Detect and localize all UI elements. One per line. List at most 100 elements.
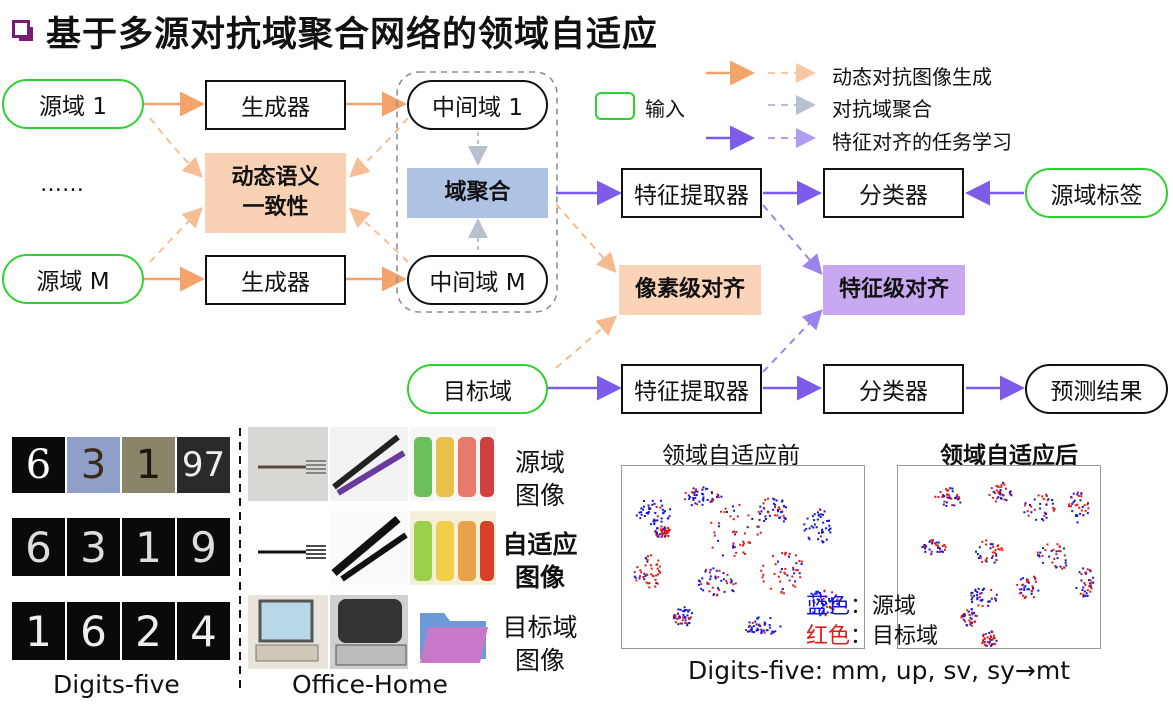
tsne-point [997, 548, 1000, 551]
tsne-point [949, 497, 952, 500]
tsne-point [749, 628, 752, 631]
tsne-point [989, 634, 992, 637]
tsne-point [705, 487, 708, 490]
tsne-point [766, 629, 769, 632]
tsne-point [716, 496, 718, 498]
tsne-point [729, 581, 732, 584]
tsne-point [1045, 516, 1048, 519]
tsne-point [812, 600, 815, 602]
tsne-point [824, 601, 827, 604]
tsne-point [1068, 503, 1071, 506]
digit-thumb: 97 [177, 437, 230, 493]
tsne-point [980, 599, 983, 602]
tsne-point [1027, 588, 1030, 591]
tsne-point [948, 494, 951, 497]
tsne-point [1042, 498, 1045, 500]
tsne-point [934, 495, 937, 498]
tsne-point [756, 533, 759, 536]
tsne-point [1086, 512, 1089, 515]
tsne-point [962, 615, 965, 618]
tsne-point [947, 493, 950, 496]
tsne-point [982, 641, 985, 643]
tsne-point [800, 560, 803, 563]
tsne-point [656, 563, 659, 566]
tsne-point [1030, 511, 1033, 514]
tsne-point [1018, 592, 1021, 595]
tsne-point [1045, 503, 1048, 506]
tsne-point [682, 610, 685, 613]
tsne-point [646, 560, 649, 563]
tsne-point [976, 596, 979, 599]
tsne-point [767, 511, 770, 514]
tsne-point [726, 573, 729, 576]
tsne-point [936, 544, 939, 547]
tsne-point [660, 499, 662, 502]
digit-thumb: 6 [67, 602, 120, 660]
tsne-point [656, 532, 658, 535]
tsne-point [711, 492, 713, 495]
tsne-point [997, 490, 1000, 493]
tsne-point [1082, 595, 1085, 598]
tsne-point [924, 547, 926, 550]
tsne-point [828, 597, 831, 600]
tsne-point [656, 527, 658, 530]
tsne-point [726, 510, 728, 513]
tsne-point [779, 580, 782, 583]
tsne-point [644, 564, 647, 567]
tsne-before-title: 领域自适应前 [662, 443, 800, 469]
tsne-point [819, 509, 822, 511]
tsne-point [835, 600, 838, 603]
tsne-point [1090, 581, 1093, 584]
tsne-point [760, 510, 763, 513]
tsne-point [798, 560, 801, 563]
tsne-point [710, 491, 713, 493]
tsne-point [656, 519, 659, 522]
tsne-point [994, 599, 997, 602]
tsne-point [693, 491, 696, 494]
tsne-point [654, 512, 657, 514]
tsne-point [674, 614, 677, 617]
tsne-point [941, 545, 944, 547]
tsne-point [696, 503, 699, 506]
tsne-after-scatter [921, 481, 1095, 647]
tsne-point [971, 611, 973, 614]
tsne-point [928, 540, 931, 543]
tsne-point [659, 528, 662, 531]
tsne-point [995, 559, 998, 562]
tsne-point [650, 554, 653, 557]
tsne-point [1032, 596, 1035, 599]
tsne-point [701, 492, 704, 495]
tsne-point [1082, 593, 1085, 596]
tsne-point [1045, 495, 1048, 498]
tsne-point [723, 590, 726, 593]
tsne-point [661, 504, 664, 507]
tsne-point [995, 553, 998, 555]
tsne-point [796, 569, 799, 572]
tsne-point [829, 527, 832, 530]
tsne-point [978, 596, 981, 599]
tsne-point [1086, 589, 1089, 592]
tsne-point [759, 625, 762, 627]
tsne-point [946, 493, 949, 496]
tsne-point [738, 503, 741, 506]
tsne-point [1045, 493, 1048, 496]
tsne-point [1047, 498, 1050, 501]
row-label-target: 目标域 图像 [502, 613, 578, 675]
tsne-point [772, 631, 775, 634]
tsne-point [989, 547, 992, 550]
tsne-point [794, 585, 797, 588]
tsne-point [832, 602, 835, 605]
tsne-point [930, 539, 933, 542]
tsne-point [996, 497, 999, 500]
tsne-point [640, 507, 643, 510]
tsne-point [1000, 483, 1003, 486]
tsne-point [639, 569, 642, 572]
tsne-point [983, 587, 985, 590]
tsne-point [763, 507, 766, 510]
tsne-point [654, 578, 657, 581]
tsne-point [1089, 585, 1092, 588]
tsne-point [1082, 514, 1085, 517]
tsne-point [635, 514, 638, 517]
tsne-point [639, 517, 642, 520]
tsne-point [781, 552, 784, 555]
